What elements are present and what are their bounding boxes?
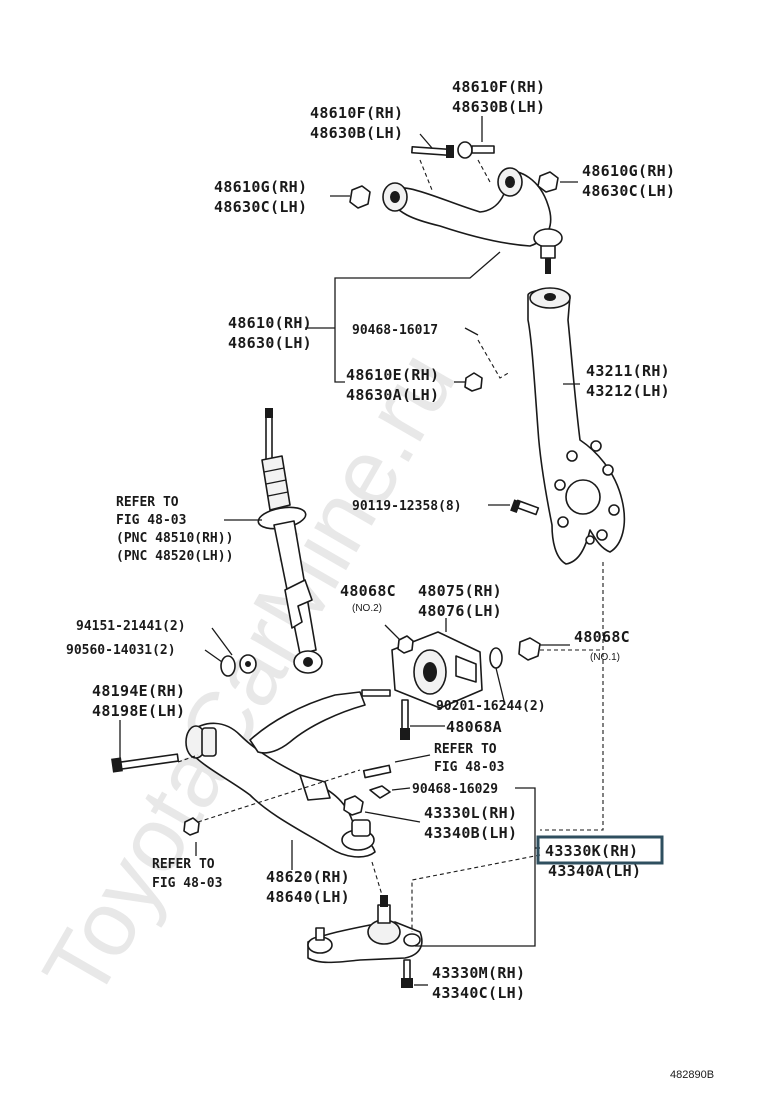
label-bushing-bolt: 48068A [446,718,502,736]
label-upper-bolt-left-rh: 48610F(RH) [310,104,403,122]
upper-ball-joint-nut[interactable] [464,372,483,392]
label-upper-bolt-right-lh: 48630B(LH) [452,98,545,116]
label-lower-bolt-lh: 48198E(LH) [92,702,185,720]
label-bj-bolt-rh: 43330M(RH) [432,964,525,982]
label-refer-bottom-1: REFER TO [152,857,215,872]
lower-ball-joint-bolt[interactable] [343,795,364,816]
label-knuckle-lh: 43212(LH) [586,382,670,400]
ball-joint-bolt[interactable] [401,959,413,988]
bushing-nut-no2[interactable] [397,635,414,654]
label-lower-clip: 90468-16029 [412,782,498,797]
bushing-washer[interactable] [489,647,503,669]
shock-absorber[interactable] [257,408,323,674]
steering-knuckle[interactable] [527,287,626,565]
upper-control-arm[interactable] [382,167,563,274]
label-bushing-rh: 48075(RH) [418,582,502,600]
lower-ball-joint[interactable] [307,895,423,964]
label-washer-2: 90560-14031(2) [66,643,176,658]
upper-arm-nut-right[interactable] [537,171,559,193]
label-upper-arm-nut: 90468-16017 [352,323,438,338]
label-bushing-nut-no2: 48068C [340,582,396,600]
label-refer-shock-1: REFER TO [116,495,179,510]
bushing-bolt[interactable] [400,699,410,740]
label-refer-lower-2: FIG 48-03 [434,760,504,775]
label-knuckle-bolt: 90119-12358(8) [352,499,462,514]
figure-code: 482890B [670,1069,714,1081]
lower-arm-clip[interactable] [369,785,391,799]
label-refer-shock-2: FIG 48-03 [116,513,186,528]
lower-arm-bushing[interactable] [391,631,483,709]
label-washer-3: 90201-16244(2) [436,699,546,714]
label-washer-1: 94151-21441(2) [76,619,186,634]
washer-pair[interactable] [220,654,257,677]
highlight-box [536,835,664,865]
label-bj-bolt-lh: 43340C(LH) [432,984,525,1002]
label-upper-nut-left-lh: 48630C(LH) [214,198,307,216]
label-bushing-nut-no2-note: (NO.2) [352,603,382,614]
label-lower-bj-bolt-rh: 43330L(RH) [424,804,517,822]
lower-arm-bolt[interactable] [111,753,180,773]
label-upper-bolt-left-lh: 48630B(LH) [310,124,403,142]
label-upper-arm-bj-lh: 48630A(LH) [346,386,439,404]
label-ball-joint-lh: 43340A(LH) [548,862,641,880]
label-bushing-nut-no1: 48068C [574,628,630,646]
label-upper-nut-right-rh: 48610G(RH) [582,162,675,180]
label-lower-arm-rh: 48620(RH) [266,868,350,886]
knuckle-bolt[interactable] [510,499,540,516]
upper-arm-nut-left[interactable] [349,185,371,209]
label-ball-joint-rh[interactable]: 43330K(RH) [545,842,638,860]
label-upper-bolt-right-rh: 48610F(RH) [452,78,545,96]
label-bushing-nut-no1-note: (NO.1) [590,652,620,663]
label-upper-nut-right-lh: 48630C(LH) [582,182,675,200]
label-refer-lower-1: REFER TO [434,742,497,757]
label-lower-arm-lh: 48640(LH) [266,888,350,906]
upper-arm-bolt-right[interactable] [457,141,495,159]
label-refer-bottom-2: FIG 48-03 [152,876,222,891]
label-upper-arm-bj-rh: 48610E(RH) [346,366,439,384]
label-knuckle-rh: 43211(RH) [586,362,670,380]
lower-arm-nut[interactable] [183,817,200,836]
label-refer-shock-4: (PNC 48520(LH)) [116,549,233,564]
label-refer-shock-3: (PNC 48510(RH)) [116,531,233,546]
label-upper-arm-lh: 48630(LH) [228,334,312,352]
label-upper-arm-rh: 48610(RH) [228,314,312,332]
lower-control-arm[interactable] [185,689,391,858]
label-upper-nut-left-rh: 48610G(RH) [214,178,307,196]
bushing-nut-no1[interactable] [518,637,541,661]
stabilizer-bolt[interactable] [362,764,392,779]
label-lower-bolt-rh: 48194E(RH) [92,682,185,700]
upper-arm-bolt-left[interactable] [411,145,454,158]
label-lower-bj-bolt-lh: 43340B(LH) [424,824,517,842]
label-bushing-lh: 48076(LH) [418,602,502,620]
